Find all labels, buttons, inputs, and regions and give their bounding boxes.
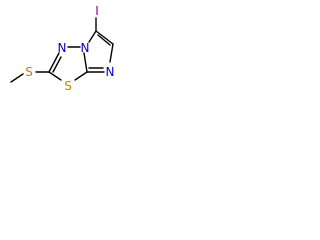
- bond-c6-n7: [109, 43, 114, 63]
- bond-c5-c6-double: [97, 34, 111, 46]
- bond-methyl-s: [10, 73, 24, 83]
- n3-label: N: [58, 41, 67, 55]
- iodine-label: I: [95, 4, 99, 18]
- bond-c8-s1: [74, 71, 88, 81]
- n7-label: N: [106, 65, 115, 79]
- bond-c2-n3: [48, 52, 60, 73]
- bond-c2-n3-double: [52, 56, 62, 73]
- s-ring-label: S: [64, 79, 72, 93]
- bond-s1-c2: [48, 71, 62, 81]
- n4-label: N: [81, 41, 90, 55]
- chemical-structure-diagram: I N N S N S: [10, 4, 114, 93]
- s-methyl-label: S: [25, 65, 33, 79]
- bond-n4-c5: [88, 30, 97, 43]
- bond-layer: [10, 17, 114, 83]
- bond-c5-c6: [95, 30, 114, 45]
- atom-label-layer: I N N S N S: [25, 4, 114, 93]
- bond-c8-n4: [83, 52, 88, 73]
